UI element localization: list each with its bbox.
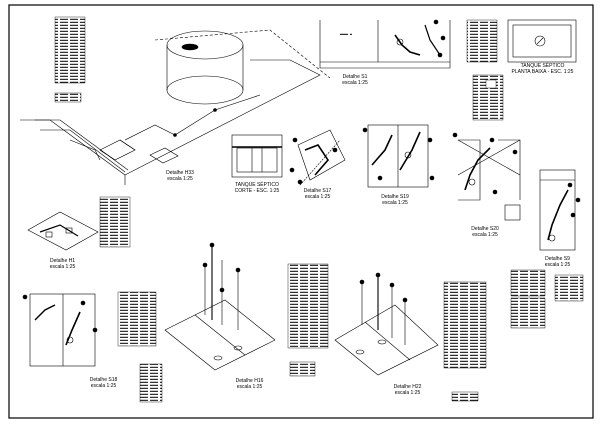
detail-scale: escala 1:25 xyxy=(90,383,117,389)
detail-title: Detalhe H16 xyxy=(235,378,264,384)
detail-s19-drawing xyxy=(362,124,435,188)
detail-s17-drawing xyxy=(289,129,346,186)
detail-title: Detalhe S18 xyxy=(89,377,118,383)
detail-label-s18: Detalhe S18 escala 1:25 xyxy=(76,377,131,389)
legend-table-1 xyxy=(54,16,86,103)
detail-label-tanque-corte: TANQUE SÉPTICO CORTE - ESC. 1:25 xyxy=(222,182,292,194)
detail-label-h16: Detalhe H16 escala 1:25 xyxy=(222,378,277,390)
detail-s20-drawing xyxy=(452,132,521,221)
detail-label-s1: Detalhe S1 escala 1:25 xyxy=(325,74,385,86)
sheet-border xyxy=(8,4,594,419)
detail-h16-drawing xyxy=(164,242,276,371)
detail-scale: escala 1:25 xyxy=(49,264,76,270)
detail-title: Detalhe S17 xyxy=(303,188,332,194)
detail-s18-drawing xyxy=(22,293,98,367)
detail-title: Detalhe H1 xyxy=(49,258,75,264)
detail-title: Detalhe H33 xyxy=(166,170,194,176)
detail-h33-drawing xyxy=(20,29,331,185)
detail-scale: escala 1:25 xyxy=(167,176,193,182)
detail-h22-drawing xyxy=(334,272,439,376)
detail-scale: escala 1:25 xyxy=(304,194,331,200)
detail-h1-drawing xyxy=(27,211,99,251)
detail-title: Detalhe H22 xyxy=(393,384,422,390)
detail-subtitle: PLANTA BAIXA - ESC. 1:25 xyxy=(511,69,574,75)
detail-label-s19: Detalhe S19 escala 1:25 xyxy=(365,194,425,206)
legend-table-4 xyxy=(117,291,163,403)
detail-title: Detalhe S20 xyxy=(471,226,499,232)
detail-s1-drawing xyxy=(319,19,451,69)
detail-label-h33: Detalhe H33 escala 1:25 xyxy=(150,170,210,182)
detail-label-tanque-planta: TANQUE SÉPTICO PLANTA BAIXA - ESC. 1:25 xyxy=(505,63,580,75)
detail-scale: escala 1:25 xyxy=(544,262,571,268)
detail-tanque-corte-drawing xyxy=(231,134,283,178)
detail-title: TANQUE SÉPTICO xyxy=(235,182,279,188)
detail-scale: escala 1:25 xyxy=(472,232,498,238)
legend-table-2 xyxy=(466,19,504,121)
detail-label-s20: Detalhe S20 escala 1:25 xyxy=(455,226,515,238)
detail-subtitle: CORTE - ESC. 1:25 xyxy=(234,188,280,194)
detail-title: Detalhe S9 xyxy=(545,256,570,262)
detail-label-s9: Detalhe S9 escala 1:25 xyxy=(530,256,585,268)
detail-label-h22: Detalhe H22 escala 1:25 xyxy=(380,384,435,396)
detail-scale: escala 1:25 xyxy=(342,80,368,86)
detail-title: Detalhe S19 xyxy=(381,194,409,200)
legend-table-6 xyxy=(443,269,584,402)
detail-title: TANQUE SÉPTICO xyxy=(520,63,565,69)
detail-s9-drawing xyxy=(539,169,581,251)
detail-title: Detalhe S1 xyxy=(342,74,368,80)
detail-tanque-planta-drawing xyxy=(507,19,577,63)
detail-scale: escala 1:25 xyxy=(236,384,263,390)
detail-scale: escala 1:25 xyxy=(382,200,408,206)
detail-label-h1: Detalhe H1 escala 1:25 xyxy=(35,258,90,270)
detail-scale: escala 1:25 xyxy=(394,390,421,396)
legend-table-3 xyxy=(99,196,131,248)
legend-table-5 xyxy=(287,263,329,377)
detail-label-s17: Detalhe S17 escala 1:25 xyxy=(290,188,345,200)
